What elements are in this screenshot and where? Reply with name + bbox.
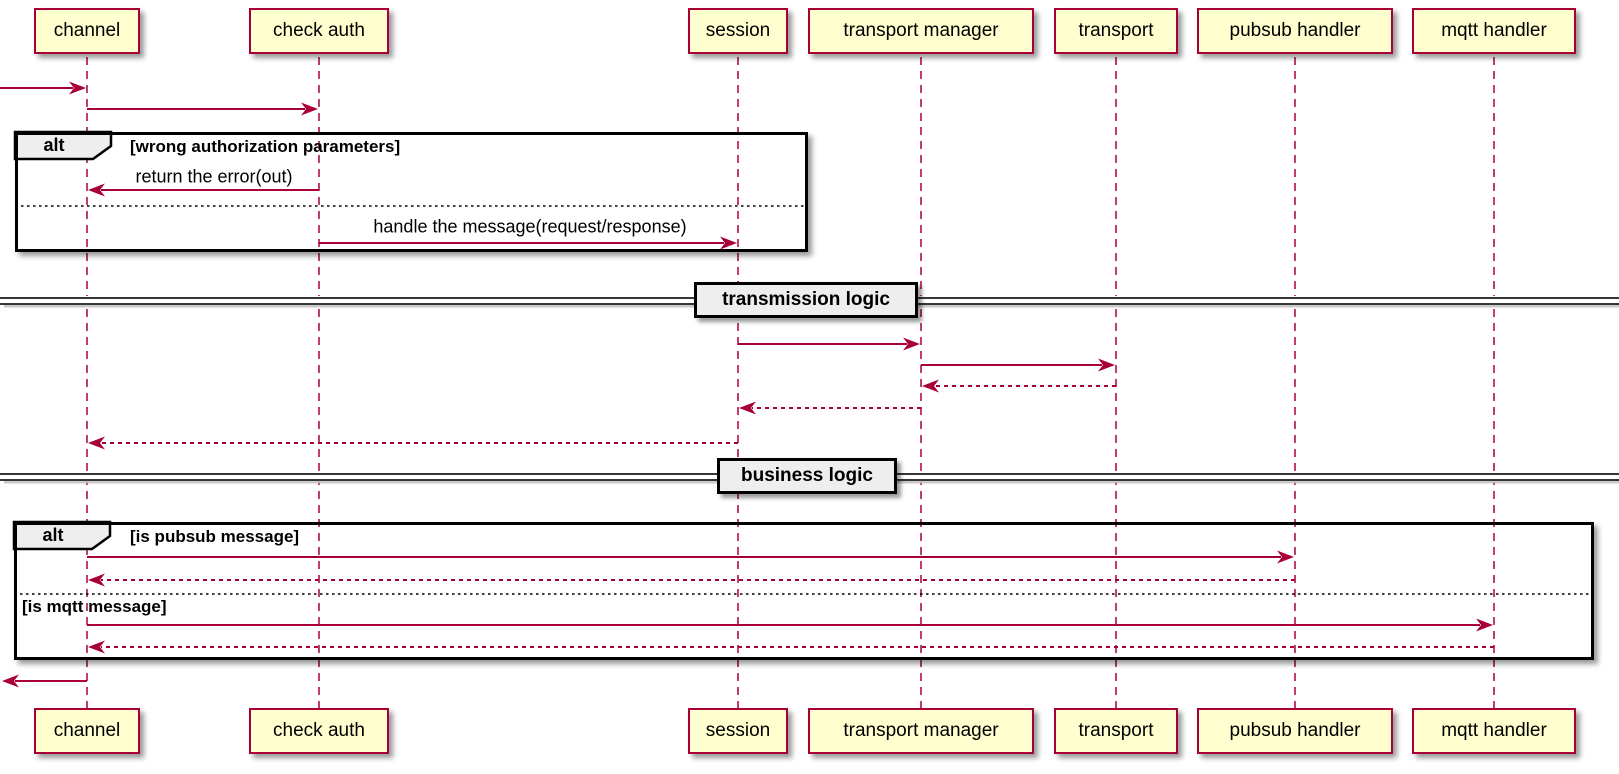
message-arrowhead-13 bbox=[2, 674, 19, 688]
message-arrowhead-10 bbox=[88, 573, 105, 587]
participant-box-mqtt_handler-bottom: mqtt handler bbox=[1412, 708, 1576, 754]
participant-box-transport_manager-top: transport manager bbox=[808, 8, 1034, 54]
participant-box-pubsub_handler-bottom: pubsub handler bbox=[1197, 708, 1393, 754]
participant-box-channel-bottom: channel bbox=[34, 708, 140, 754]
divider-label-1: business logic bbox=[717, 458, 897, 494]
participant-box-session-top: session bbox=[688, 8, 788, 54]
guard-label: [is pubsub message] bbox=[130, 527, 300, 546]
message-label-3: handle the message(request/response) bbox=[373, 216, 687, 237]
participant-box-check_auth-top: check auth bbox=[249, 8, 389, 54]
participant-box-transport-bottom: transport bbox=[1054, 708, 1178, 754]
message-arrowhead-2 bbox=[88, 183, 105, 197]
message-arrowhead-7 bbox=[739, 401, 756, 415]
participant-box-transport_manager-bottom: transport manager bbox=[808, 708, 1034, 754]
message-arrowhead-9 bbox=[1277, 550, 1294, 564]
alt-operator-label: alt bbox=[43, 135, 65, 155]
message-arrowhead-6 bbox=[922, 379, 939, 393]
message-arrowhead-11 bbox=[1476, 618, 1493, 632]
divider-label-0: transmission logic bbox=[694, 282, 918, 318]
participant-box-channel-top: channel bbox=[34, 8, 140, 54]
message-arrowhead-3 bbox=[720, 236, 737, 250]
message-arrowhead-8 bbox=[88, 436, 105, 450]
message-arrowhead-5 bbox=[1098, 358, 1115, 372]
participant-box-mqtt_handler-top: mqtt handler bbox=[1412, 8, 1576, 54]
participant-box-session-bottom: session bbox=[688, 708, 788, 754]
message-arrowhead-4 bbox=[903, 337, 920, 351]
guard-label: [is mqtt message] bbox=[22, 597, 167, 616]
participant-box-check_auth-bottom: check auth bbox=[249, 708, 389, 754]
message-arrowhead-0 bbox=[69, 81, 86, 95]
participant-box-pubsub_handler-top: pubsub handler bbox=[1197, 8, 1393, 54]
participant-box-transport-top: transport bbox=[1054, 8, 1178, 54]
message-arrowhead-1 bbox=[301, 102, 318, 116]
alt-operator-label: alt bbox=[42, 525, 64, 545]
message-label-2: return the error(out) bbox=[135, 166, 293, 187]
message-arrowhead-12 bbox=[88, 640, 105, 654]
guard-label: [wrong authorization parameters] bbox=[130, 137, 401, 156]
